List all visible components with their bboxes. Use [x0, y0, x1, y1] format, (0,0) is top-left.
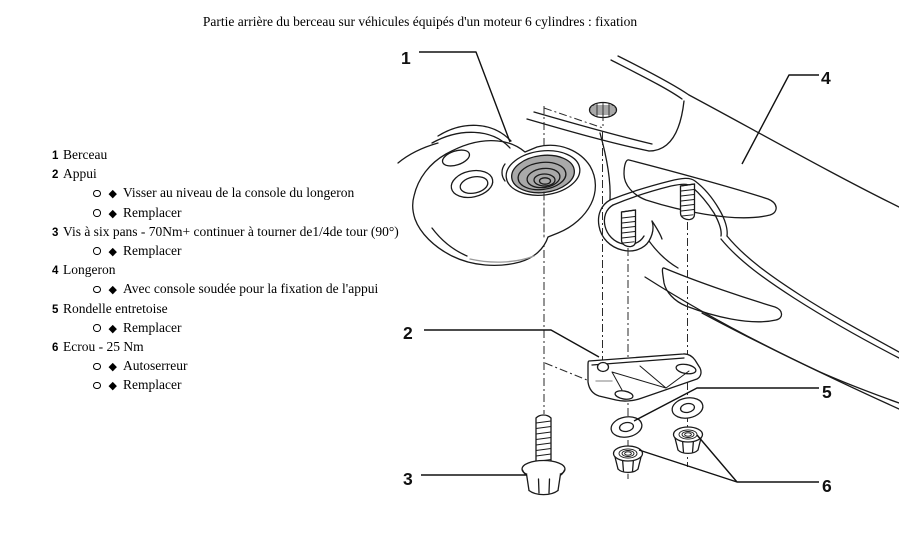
- part-note: ◆ Remplacer: [52, 241, 399, 260]
- diamond-bullet-icon: ◆: [108, 283, 117, 297]
- circle-bullet-icon: [93, 381, 101, 390]
- note-text: Remplacer: [122, 242, 182, 258]
- part-item-4: 4 Longeron: [52, 260, 399, 279]
- upper-jog-line: [543, 107, 604, 129]
- leader-line-4: [741, 74, 819, 165]
- lower-plate: [661, 267, 783, 323]
- washers-nuts-drawing: [610, 397, 704, 474]
- part-note: ◆ Remplacer: [52, 318, 399, 337]
- leader-line-1: [419, 51, 511, 143]
- stud-left: [620, 209, 637, 248]
- part-note: ◆ Avec console soudée pour la fixation de…: [52, 279, 399, 298]
- part-label: Berceau: [63, 147, 108, 162]
- circle-bullet-icon: [93, 209, 101, 217]
- part-label: Ecrou - 25 Nm: [63, 338, 144, 354]
- bolt-drawing: [521, 414, 566, 496]
- circle-bullet-icon: [93, 189, 101, 198]
- callout-6: 6: [822, 476, 832, 496]
- note-text: Avec console soudée pour la fixation de …: [122, 281, 379, 297]
- callout-3: 3: [403, 469, 413, 489]
- part-item-5: 5 Rondelle entretoise: [52, 299, 399, 318]
- note-text: Remplacer: [122, 377, 182, 393]
- part-label: Vis à six pans - 70Nm+ continuer à tourn…: [63, 223, 399, 239]
- callout-numbers: 1 2 3 4 5 6: [401, 48, 832, 496]
- washer-left: [610, 416, 643, 438]
- part-note: ◆ Visser au niveau de la console du longe…: [52, 183, 399, 202]
- part-note: ◆ Remplacer: [52, 375, 399, 394]
- leader-line-5: [633, 387, 819, 422]
- part-note: ◆ Remplacer: [52, 203, 399, 222]
- circle-bullet-icon: [93, 362, 101, 371]
- longeron-drawing: [526, 55, 899, 410]
- nut-right: [672, 426, 704, 455]
- nut-left: [612, 445, 644, 474]
- page-title: Partie arrière du berceau sur véhicules …: [202, 14, 638, 29]
- note-text: Visser au niveau de la console du longer…: [122, 185, 355, 201]
- part-item-2: 2 Appui: [52, 164, 399, 183]
- circle-bullet-icon: [93, 247, 101, 255]
- stud-right: [679, 183, 696, 221]
- callout-5: 5: [822, 382, 832, 402]
- part-number: 2: [52, 169, 59, 182]
- note-text: Remplacer: [122, 204, 182, 220]
- diamond-bullet-icon: ◆: [108, 360, 117, 374]
- lower-jog-line: [544, 362, 598, 385]
- note-text: Autoserreur: [122, 358, 188, 374]
- note-text: Remplacer: [122, 319, 182, 335]
- leader-line-2: [424, 329, 600, 358]
- part-label: Longeron: [63, 262, 116, 278]
- part-number: 6: [52, 341, 59, 354]
- part-number: 5: [52, 303, 59, 316]
- circle-bullet-icon: [93, 285, 101, 294]
- washer-right: [671, 397, 704, 419]
- part-number: 4: [52, 265, 59, 278]
- support-bracket-drawing: [587, 353, 702, 402]
- bracket-slot-left: [614, 390, 634, 400]
- diamond-bullet-icon: ◆: [108, 187, 117, 201]
- callout-leaders: [419, 51, 819, 483]
- leader-line-6: [638, 434, 819, 483]
- parts-list: 1 Berceau 2 Appui ◆ Visser au niveau de la …: [52, 145, 399, 394]
- part-label: Appui: [63, 166, 97, 182]
- bracket-hole: [596, 361, 610, 373]
- diamond-bullet-icon: ◆: [108, 379, 117, 393]
- part-note: ◆ Autoserreur: [52, 356, 399, 375]
- callout-2: 2: [403, 323, 413, 343]
- diamond-bullet-icon: ◆: [108, 321, 117, 335]
- berceau-drawing: [397, 124, 597, 266]
- part-item-6: 6 Ecrou - 25 Nm: [52, 337, 399, 356]
- circle-bullet-icon: [93, 324, 101, 332]
- part-item-3: 3 Vis à six pans - 70Nm+ continuer à tour…: [52, 222, 399, 241]
- callout-4: 4: [821, 68, 831, 88]
- part-number: 3: [52, 226, 59, 239]
- diamond-bullet-icon: ◆: [108, 244, 117, 258]
- diamond-bullet-icon: ◆: [108, 206, 117, 220]
- part-label: Rondelle entretoise: [63, 300, 168, 316]
- part-number: 1: [52, 150, 59, 162]
- part-item-1: 1 Berceau: [52, 145, 399, 164]
- callout-1: 1: [401, 48, 411, 68]
- panel-emboss: [623, 159, 777, 219]
